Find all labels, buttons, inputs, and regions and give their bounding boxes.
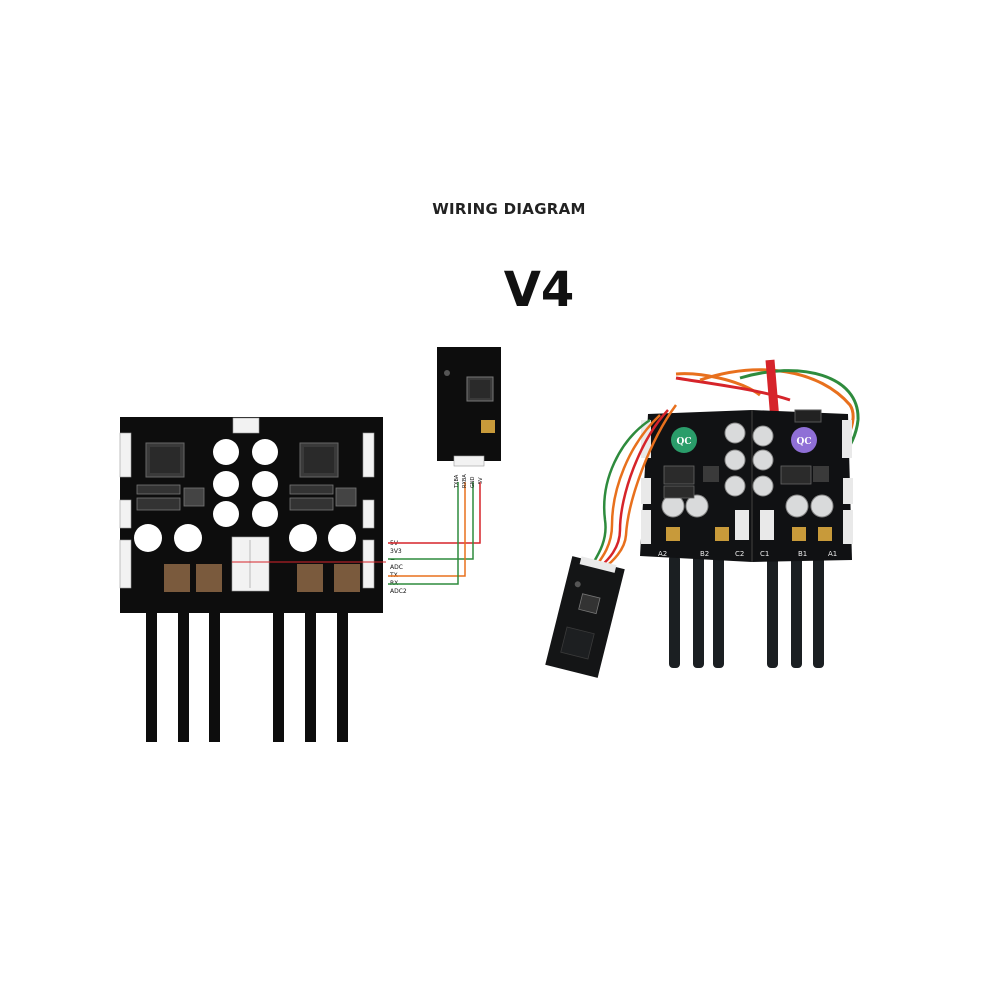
- module-pin-txba: TXBA: [454, 474, 460, 489]
- small-chip-right: [335, 487, 357, 507]
- left-connector-1: [119, 432, 132, 478]
- silk-a2: A2: [658, 550, 667, 558]
- right-connector-3: [362, 539, 375, 589]
- bottom-capacitors: [134, 524, 356, 552]
- module-pin-gnd: GND: [470, 476, 476, 488]
- version-label: V4: [503, 262, 575, 318]
- photo-module-wires: [590, 404, 678, 569]
- photo-capacitors: [661, 422, 834, 518]
- phase-wires: [146, 608, 348, 742]
- module-pin-rxba: RXBA: [462, 474, 468, 488]
- driver-chip-right-2: [289, 497, 334, 511]
- photo-board-right: [752, 410, 852, 562]
- module-pin-5v: 5V: [478, 477, 484, 484]
- pin-label-adc: ADC: [390, 564, 403, 571]
- pin-label-3v3: 3V3: [390, 548, 402, 555]
- controller-photo: QC QC A2 B2: [545, 359, 860, 678]
- photo-motor-cables: [669, 555, 824, 668]
- qc-badge-right: QC: [796, 437, 811, 447]
- center-capacitors: [213, 439, 278, 527]
- left-connector-3: [119, 539, 132, 589]
- controller-pin-labels: 5V 3V3 = ADC TX RX ADC2: [389, 540, 407, 595]
- silk-c2: C2: [735, 550, 744, 558]
- controller-schematic: [119, 417, 386, 742]
- copper-pads: [164, 564, 360, 592]
- small-chip-left: [183, 487, 205, 507]
- silk-b1: B1: [798, 550, 807, 558]
- driver-chip-right-1: [289, 484, 334, 495]
- right-connector-1: [362, 432, 375, 478]
- silk-c1: C1: [760, 550, 769, 558]
- pin-label-adc2: ADC2: [390, 588, 407, 595]
- photo-gold-pads: [666, 527, 832, 541]
- photo-board-left: [640, 410, 752, 562]
- schematic-wires: [388, 482, 481, 585]
- driver-chip-left-1: [136, 484, 181, 495]
- top-connector: [232, 417, 260, 434]
- silk-b2: B2: [700, 550, 709, 558]
- photo-receiver-module: [545, 556, 625, 678]
- qc-badge-left: QC: [676, 437, 691, 447]
- right-connector-2: [362, 499, 375, 529]
- silk-a1: A1: [828, 550, 837, 558]
- diagram-title: WIRING DIAGRAM: [432, 200, 586, 218]
- module-pin-labels: TXBA RXBA GND 5V: [454, 474, 484, 489]
- receiver-module: [437, 347, 501, 467]
- driver-chip-left-2: [136, 497, 181, 511]
- left-connector-2: [119, 499, 132, 529]
